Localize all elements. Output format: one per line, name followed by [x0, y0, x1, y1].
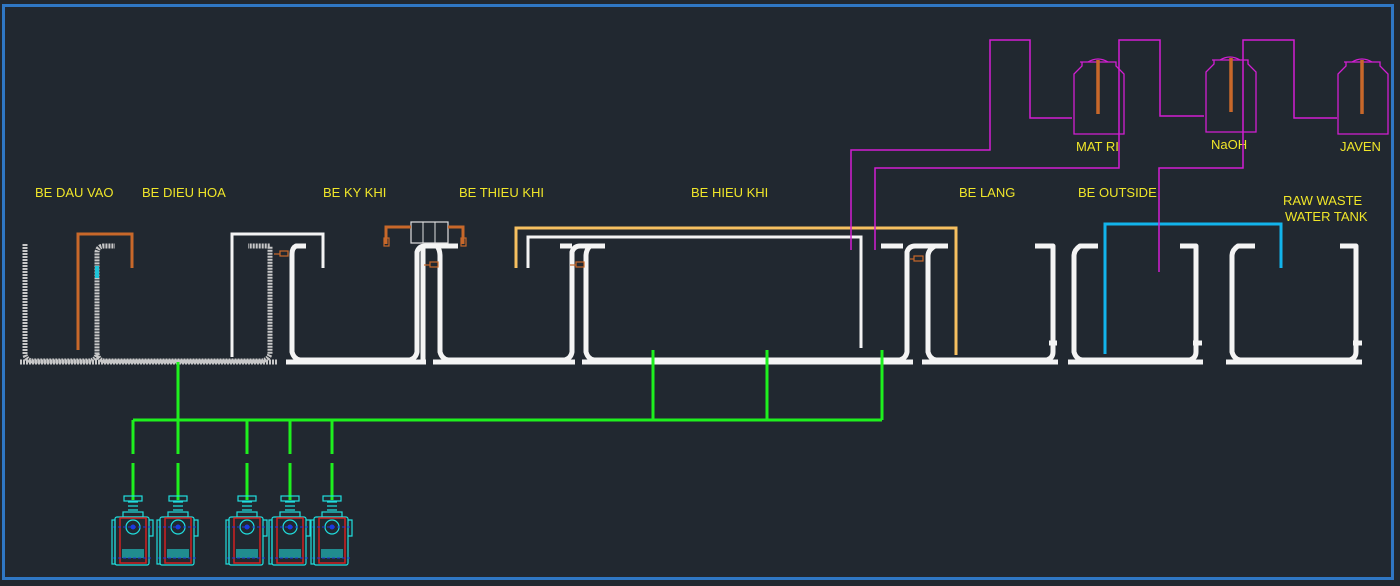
label-be-dau-vao: BE DAU VAO — [35, 185, 114, 200]
dosing-pipe-mat-ri[interactable] — [850, 39, 1072, 250]
tank-be-outside-walls — [1068, 243, 1203, 365]
label-be-lang: BE LANG — [959, 185, 1015, 200]
blower-group — [111, 495, 353, 566]
label-be-outside: BE OUTSIDE — [1078, 185, 1157, 200]
dosing-pipe-naoh[interactable] — [874, 39, 1204, 250]
transfer-pipe-raw-to-outside[interactable] — [1103, 222, 1283, 354]
label-be-ky-khi: BE KY KHI — [323, 185, 386, 200]
label-raw-waste-line2: WATER TANK — [1285, 209, 1368, 224]
tank-be-ky-khi-walls — [286, 243, 458, 365]
label-javen: JAVEN — [1340, 139, 1381, 154]
tank-be-thieu-khi-walls — [433, 243, 605, 365]
transfer-pipe-dieu-hoa-ky-khi[interactable] — [230, 232, 325, 357]
blower-1[interactable] — [111, 495, 154, 566]
label-be-dieu-hoa: BE DIEU HOA — [142, 185, 226, 200]
chemical-tank-javen[interactable] — [1337, 58, 1389, 135]
inlet-pipe[interactable] — [76, 232, 134, 350]
gas-collector-hood — [383, 221, 467, 247]
label-naoh: NaOH — [1211, 137, 1247, 152]
label-raw-waste-line1: RAW WASTE — [1283, 193, 1363, 208]
tank-be-dau-vao-be-dieu-hoa-walls — [20, 243, 278, 365]
internal-recirculation-pipe[interactable] — [526, 235, 863, 348]
air-distribution-network[interactable] — [131, 350, 884, 500]
tank-be-lang-walls — [922, 243, 1058, 365]
valve-icon — [95, 266, 99, 278]
flow-nozzles — [274, 250, 924, 268]
tank-be-hieu-khi-walls — [582, 243, 948, 365]
blower-3[interactable] — [225, 495, 268, 566]
label-be-hieu-khi: BE HIEU KHI — [691, 185, 768, 200]
blower-2[interactable] — [156, 495, 199, 566]
tank-raw-waste-water-walls — [1226, 243, 1362, 365]
sludge-return-pipe[interactable] — [514, 226, 958, 355]
blower-5[interactable] — [310, 495, 353, 566]
chemical-tank-mat-ri[interactable] — [1073, 58, 1125, 135]
chemical-tank-naoh[interactable] — [1205, 56, 1257, 133]
dosing-pipe-javen[interactable] — [1158, 39, 1337, 272]
blower-4[interactable] — [268, 495, 311, 566]
label-mat-ri: MAT RI — [1076, 139, 1119, 154]
label-be-thieu-khi: BE THIEU KHI — [459, 185, 544, 200]
